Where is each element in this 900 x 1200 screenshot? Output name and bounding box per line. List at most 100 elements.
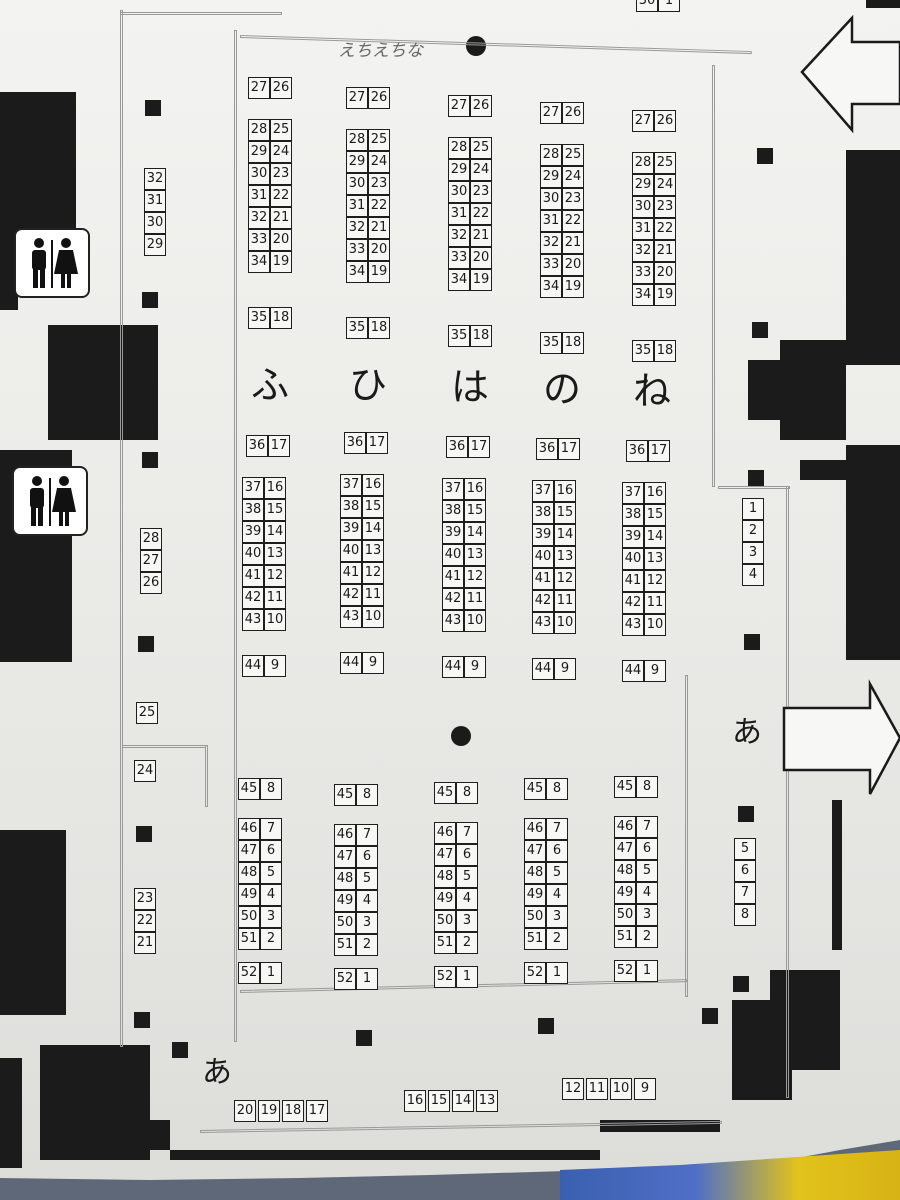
booth-cell[interactable]: 37 [532, 480, 554, 502]
booth-cell[interactable]: 50 [524, 906, 546, 928]
booth-cell[interactable]: 52 [434, 966, 456, 988]
booth-cell[interactable]: 46 [434, 822, 456, 844]
booth-cell[interactable]: 45 [614, 776, 636, 798]
booth-cell[interactable]: 40 [532, 546, 554, 568]
bottom-wall-booth-cell[interactable]: 19 [258, 1100, 280, 1122]
booth-cell[interactable]: 46 [334, 824, 356, 846]
booth-cell[interactable]: 38 [340, 496, 362, 518]
booth-cell[interactable]: 46 [524, 818, 546, 840]
booth-cell[interactable]: 22 [654, 218, 676, 240]
booth-cell[interactable]: 34 [632, 284, 654, 306]
booth-cell[interactable]: 1 [636, 960, 658, 982]
booth-cell[interactable]: 30 [636, 0, 658, 12]
booth-cell[interactable]: 25 [270, 119, 292, 141]
booth-cell[interactable]: 29 [248, 141, 270, 163]
booth-cell[interactable]: 51 [434, 932, 456, 954]
booth-cell[interactable]: 3 [636, 904, 658, 926]
booth-cell[interactable]: 33 [448, 247, 470, 269]
wall-booth-cell[interactable]: 29 [144, 234, 166, 256]
wall-booth-cell[interactable]: 24 [134, 760, 156, 782]
booth-cell[interactable]: 6 [636, 838, 658, 860]
booth-cell[interactable]: 21 [654, 240, 676, 262]
booth-cell[interactable]: 15 [644, 504, 666, 526]
wall-booth-cell[interactable]: 1 [742, 498, 764, 520]
booth-cell[interactable]: 41 [442, 566, 464, 588]
booth-cell[interactable]: 21 [368, 217, 390, 239]
booth-cell[interactable]: 2 [636, 926, 658, 948]
booth-cell[interactable]: 12 [264, 565, 286, 587]
booth-cell[interactable]: 27 [540, 102, 562, 124]
booth-cell[interactable]: 1 [356, 968, 378, 990]
booth-cell[interactable]: 17 [366, 432, 388, 454]
booth-cell[interactable]: 22 [562, 210, 584, 232]
booth-cell[interactable]: 47 [524, 840, 546, 862]
booth-cell[interactable]: 5 [356, 868, 378, 890]
booth-cell[interactable]: 52 [614, 960, 636, 982]
booth-cell[interactable]: 6 [546, 840, 568, 862]
booth-cell[interactable]: 3 [456, 910, 478, 932]
booth-cell[interactable]: 24 [368, 151, 390, 173]
booth-cell[interactable]: 29 [448, 159, 470, 181]
booth-cell[interactable]: 33 [248, 229, 270, 251]
booth-cell[interactable]: 23 [368, 173, 390, 195]
booth-cell[interactable]: 39 [242, 521, 264, 543]
booth-cell[interactable]: 38 [442, 500, 464, 522]
booth-cell[interactable]: 48 [434, 866, 456, 888]
booth-cell[interactable]: 11 [554, 590, 576, 612]
booth-cell[interactable]: 26 [470, 95, 492, 117]
booth-cell[interactable]: 18 [368, 317, 390, 339]
booth-cell[interactable]: 10 [464, 610, 486, 632]
booth-cell[interactable]: 25 [562, 144, 584, 166]
booth-cell[interactable]: 32 [346, 217, 368, 239]
booth-cell[interactable]: 2 [356, 934, 378, 956]
booth-cell[interactable]: 51 [614, 926, 636, 948]
booth-cell[interactable]: 49 [524, 884, 546, 906]
wall-booth-cell[interactable]: 4 [742, 564, 764, 586]
booth-cell[interactable]: 18 [270, 307, 292, 329]
booth-cell[interactable]: 25 [470, 137, 492, 159]
wall-booth-cell[interactable]: 31 [144, 190, 166, 212]
booth-cell[interactable]: 14 [264, 521, 286, 543]
booth-cell[interactable]: 41 [340, 562, 362, 584]
booth-cell[interactable]: 12 [464, 566, 486, 588]
booth-cell[interactable]: 6 [260, 840, 282, 862]
booth-cell[interactable]: 28 [346, 129, 368, 151]
wall-booth-cell[interactable]: 5 [734, 838, 756, 860]
booth-cell[interactable]: 21 [562, 232, 584, 254]
booth-cell[interactable]: 40 [622, 548, 644, 570]
booth-cell[interactable]: 10 [264, 609, 286, 631]
booth-cell[interactable]: 18 [470, 325, 492, 347]
booth-cell[interactable]: 22 [270, 185, 292, 207]
booth-cell[interactable]: 20 [270, 229, 292, 251]
wall-booth-cell[interactable]: 8 [734, 904, 756, 926]
wall-booth-cell[interactable]: 26 [140, 572, 162, 594]
booth-cell[interactable]: 31 [632, 218, 654, 240]
booth-cell[interactable]: 5 [456, 866, 478, 888]
booth-cell[interactable]: 7 [456, 822, 478, 844]
booth-cell[interactable]: 39 [622, 526, 644, 548]
booth-cell[interactable]: 6 [456, 844, 478, 866]
booth-cell[interactable]: 35 [346, 317, 368, 339]
booth-cell[interactable]: 50 [614, 904, 636, 926]
booth-cell[interactable]: 52 [334, 968, 356, 990]
booth-cell[interactable]: 32 [248, 207, 270, 229]
booth-cell[interactable]: 11 [644, 592, 666, 614]
booth-cell[interactable]: 1 [546, 962, 568, 984]
booth-cell[interactable]: 19 [368, 261, 390, 283]
bottom-wall-booth-cell[interactable]: 20 [234, 1100, 256, 1122]
bottom-wall-booth-cell[interactable]: 16 [404, 1090, 426, 1112]
booth-cell[interactable]: 11 [362, 584, 384, 606]
booth-cell[interactable]: 43 [340, 606, 362, 628]
booth-cell[interactable]: 33 [346, 239, 368, 261]
booth-cell[interactable]: 10 [554, 612, 576, 634]
booth-cell[interactable]: 2 [546, 928, 568, 950]
booth-cell[interactable]: 19 [470, 269, 492, 291]
booth-cell[interactable]: 30 [248, 163, 270, 185]
booth-cell[interactable]: 26 [562, 102, 584, 124]
booth-cell[interactable]: 7 [356, 824, 378, 846]
booth-cell[interactable]: 28 [448, 137, 470, 159]
wall-booth-cell[interactable]: 3 [742, 542, 764, 564]
booth-cell[interactable]: 16 [644, 482, 666, 504]
booth-cell[interactable]: 14 [464, 522, 486, 544]
booth-cell[interactable]: 20 [470, 247, 492, 269]
